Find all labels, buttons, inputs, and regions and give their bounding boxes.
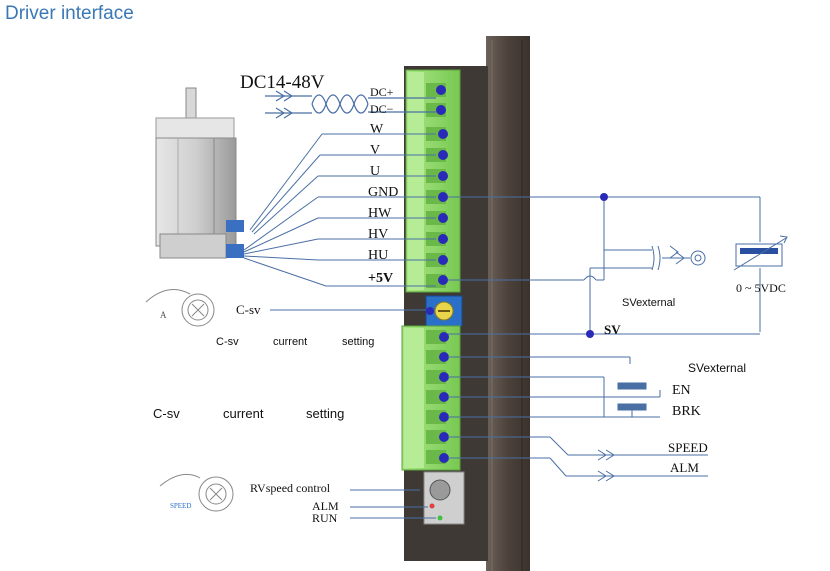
speed-knob-icon: [159, 473, 234, 512]
sv-junction: [586, 330, 594, 338]
sv-external-circuit: [448, 196, 761, 335]
knob-letter: A: [160, 310, 167, 320]
brk-label: BRK: [672, 404, 701, 419]
rv-speed-label: RVspeed control: [250, 481, 331, 495]
alm-led-label: ALM: [312, 499, 339, 513]
terminal-label-gnd: GND: [368, 185, 398, 200]
sv-label: SV: [604, 322, 621, 337]
csv-caption-small-b: current: [273, 336, 307, 348]
heatsink: [486, 36, 530, 571]
run-led: [437, 515, 443, 521]
svexternal-switch-label: SVexternal: [688, 361, 746, 375]
csv-knob-icon: [145, 289, 215, 327]
lower-terminal-pins: [426, 307, 449, 464]
terminal-label-hu: HU: [368, 248, 388, 263]
terminal-label-v: V: [370, 143, 380, 158]
pot-range-label: 0 ~ 5VDC: [736, 281, 786, 295]
terminal-label-dc-minus: DC−: [370, 102, 394, 116]
alm-output-label: ALM: [670, 460, 699, 475]
supply-label: DC14-48V: [240, 72, 325, 93]
control-switches: [350, 356, 708, 519]
terminal-label-u: U: [370, 164, 380, 179]
speed-knob-label: SPEED: [170, 502, 191, 510]
rv-speed-knob: [429, 479, 451, 501]
csv-caption-large-b: current: [223, 406, 264, 421]
speed-output-label: SPEED: [668, 440, 708, 455]
gnd-junction: [600, 193, 608, 201]
terminal-label-5v: +5V: [368, 271, 393, 286]
csv-caption-small-c: setting: [342, 336, 374, 348]
terminal-label-hv: HV: [368, 227, 388, 242]
motor-wires: [243, 133, 436, 311]
en-label: EN: [672, 383, 691, 398]
bldc-motor: [155, 87, 244, 259]
csv-caption-small-a: C-sv: [216, 336, 239, 348]
page-title: Driver interface: [5, 3, 134, 24]
csv-caption-large-a: C-sv: [153, 406, 180, 421]
terminal-label-dc-plus: DC+: [370, 85, 394, 99]
terminal-label-w: W: [370, 122, 384, 137]
csv-caption-large-c: setting: [306, 406, 344, 421]
run-led-label: RUN: [312, 511, 338, 525]
terminal-label-hw: HW: [368, 206, 392, 221]
csv-knob-label: C-sv: [236, 302, 261, 317]
alm-led: [429, 503, 435, 509]
svexternal-pot-label: SVexternal: [622, 297, 675, 309]
